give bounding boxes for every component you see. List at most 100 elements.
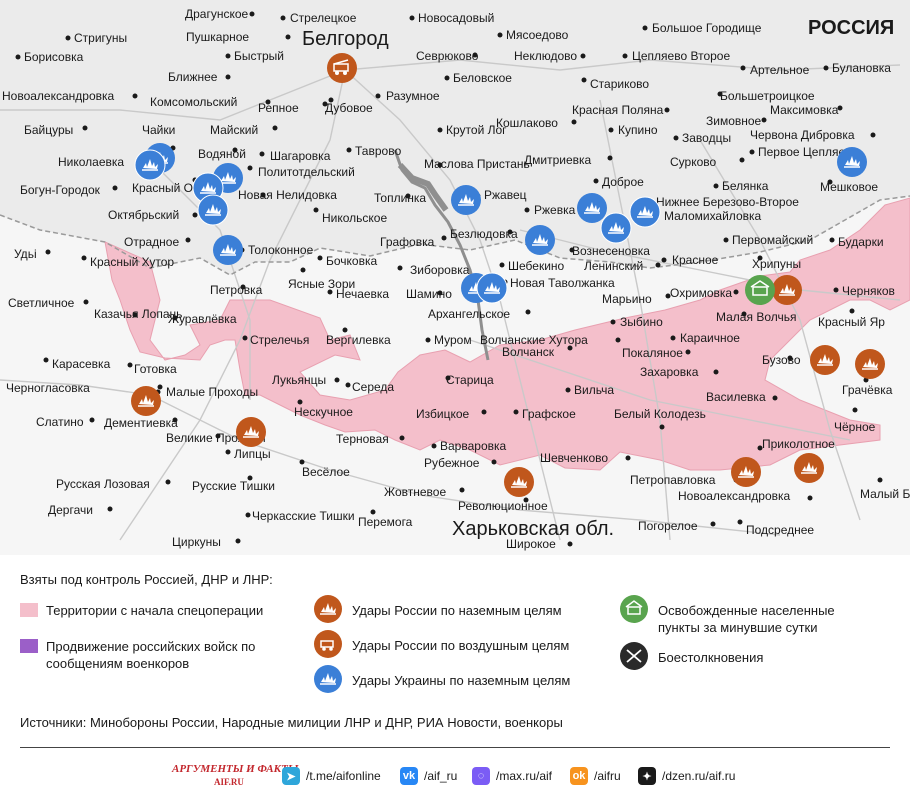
settlement: Русские Тишки [192,475,275,493]
svg-text:Марьино: Марьино [602,292,652,306]
svg-text:Шагаровка: Шагаровка [270,149,331,163]
settlement: Красное [661,253,719,267]
settlement: Шебекино [499,259,565,273]
liberated-icon [620,595,648,623]
svg-text:Купино: Купино [618,123,658,137]
settlement: Нижнее Березово-Второе [647,195,799,209]
settlement: Кошлаково [496,116,577,130]
telegram-link[interactable]: ➤ /t.me/aifonline [282,767,381,785]
svg-text:Ржавец: Ржавец [484,188,527,202]
svg-text:Захаровка: Захаровка [640,365,699,379]
svg-text:Стрелечья: Стрелечья [250,333,309,347]
svg-text:Новая Нелидовка: Новая Нелидовка [238,188,337,202]
svg-text:Байцуры: Байцуры [24,123,73,137]
settlement: Графовка [380,235,447,249]
svg-text:Грачёвка: Грачёвка [842,383,893,397]
svg-text:Волчанск: Волчанск [502,345,555,359]
ok-link[interactable]: ok /aifru [570,767,621,785]
settlement: Сурково [670,155,745,169]
vk-link[interactable]: vk /aif_ru [400,767,457,785]
svg-text:Максимовка: Максимовка [770,103,839,117]
svg-text:Крутой Лог: Крутой Лог [446,123,507,137]
settlement: Графское [513,407,576,421]
svg-text:Неклюдово: Неклюдово [514,49,577,63]
legend: Взяты под контроль Россией, ДНР и ЛНР: Т… [0,555,910,800]
ua-strike-marker [525,225,555,255]
svg-text:Новосадовый: Новосадовый [418,11,494,25]
logo-text: АРГУМЕНТЫ И ФАКТЫ [172,763,299,775]
territory-label: Территории с начала спецоперации [46,603,264,618]
ua-strike-marker [837,147,867,177]
map-canvas: Драгунское Стрелецкое Новосадовый Стригу… [0,0,910,555]
reservoir [397,162,449,212]
aif-logo[interactable]: АРГУМЕНТЫ И ФАКТЫ AIF.RU [172,762,298,789]
settlement: Малый Бурлук [860,477,910,501]
roads [0,59,901,541]
settlement: Ржевка [524,203,576,217]
settlement: Шамино [406,287,452,301]
ok-label: /aifru [594,769,621,783]
settlement: Майский [210,123,278,137]
settlement: Никольское [313,207,387,225]
svg-text:Вильча: Вильча [574,383,614,397]
settlement: Охримовка [670,286,739,300]
ua-strike-marker [600,212,632,244]
svg-text:Отрадное: Отрадное [124,235,179,249]
svg-text:Топлинка: Топлинка [374,191,426,205]
ua-strike-icon [314,665,342,693]
dzen-link[interactable]: ✦ /dzen.ru/aif.ru [638,767,735,785]
svg-text:Мешковое: Мешковое [820,180,878,194]
svg-text:Безлюдовка: Безлюдовка [450,227,518,241]
settlement: Терновая [336,432,405,446]
ru-strike-marker [131,386,161,416]
settlement: Разумное [375,89,440,103]
ru-air-strikes-label: Удары России по воздушным целям [352,638,570,653]
settlement: Карасевка [43,357,111,371]
settlement: Грачёвка [842,377,893,397]
settlement: Топлинка [374,191,426,205]
settlement: Василевка [706,390,778,404]
svg-text:Рубежное: Рубежное [424,456,480,470]
settlement: Шевченково [540,451,631,465]
ua-strike-marker [197,194,229,226]
city-label: Белгород [302,28,389,50]
settlement: Вергилевка [326,327,391,347]
svg-text:Чайки: Чайки [142,123,175,137]
svg-text:Приколотное: Приколотное [762,437,835,451]
max-link[interactable]: ◌ /max.ru/aif [472,767,552,785]
legend-title: Взяты под контроль Россией, ДНР и ЛНР: [20,572,273,587]
settlement: Стрелецкое [280,11,357,25]
svg-text:Старица: Старица [446,373,494,387]
settlement: Вильча [565,383,614,397]
clash-icon [620,642,648,670]
settlement: Журавлёвка [168,312,237,326]
settlement: Нечаевка [327,287,389,301]
settlement: Хрипуны [752,255,801,271]
ground-strike-icon [314,595,342,623]
settlement: Новосадовый [409,11,494,25]
svg-text:Маломихайловка: Маломихайловка [664,209,762,223]
svg-text:Мясоедово: Мясоедово [506,28,569,42]
svg-text:Шебекино: Шебекино [508,259,565,273]
svg-text:Вознесеновка: Вознесеновка [572,244,650,258]
settlement: Весёлое [299,459,350,479]
settlement: Крутой Лог [437,123,507,137]
svg-text:Липцы: Липцы [234,447,271,461]
svg-text:Вергилевка: Вергилевка [326,333,391,347]
settlement: Новоалександровка [678,489,813,503]
settlement: Быстрый [225,49,284,63]
settlement: Революционное [458,497,548,513]
svg-text:Новая Таволжанка: Новая Таволжанка [510,276,615,290]
settlement: Бударки [829,235,884,249]
svg-text:Перемога: Перемога [358,515,413,529]
settlement: Большое Городище [642,21,762,35]
settlement: Черняков [833,284,895,298]
settlement: Середа [345,380,394,394]
svg-text:Богун-Городок: Богун-Городок [20,183,101,197]
svg-text:Ясные Зори: Ясные Зори [288,277,355,291]
clashes-label: Боестолкновения [658,650,764,665]
settlement: Караичное [670,331,740,345]
max-icon: ◌ [472,767,490,785]
svg-text:Малая Волчья: Малая Волчья [716,310,796,324]
settlement: Севрюково [416,49,479,63]
